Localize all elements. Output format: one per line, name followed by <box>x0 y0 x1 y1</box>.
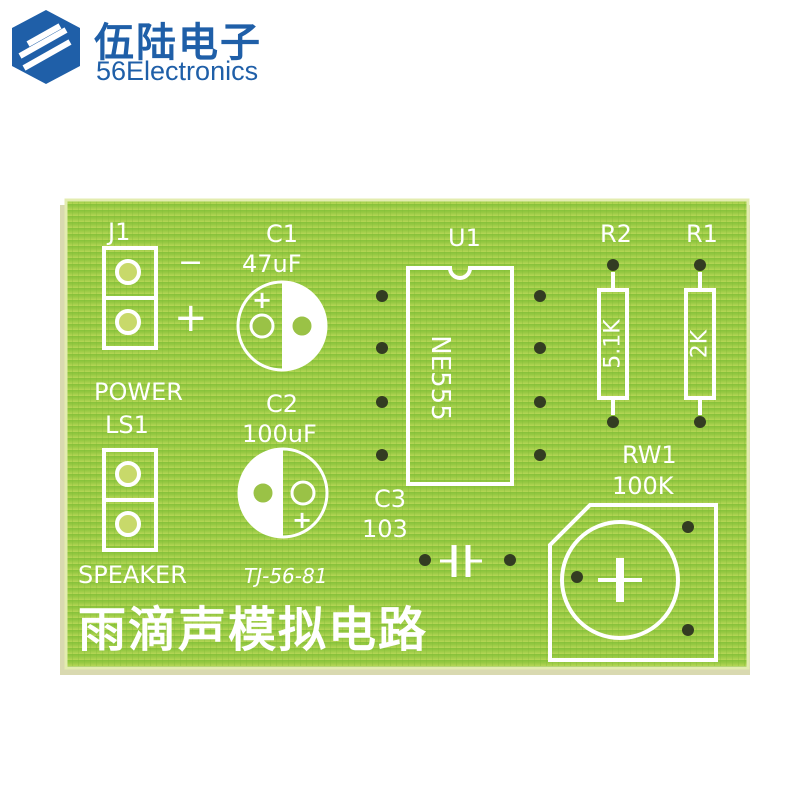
board-code: TJ-56-81 <box>244 564 328 588</box>
r2-footprint <box>597 259 629 428</box>
c3-ref: C3 <box>374 485 407 513</box>
j1-plus: + <box>174 295 208 341</box>
board-title: 雨滴声模拟电路 <box>78 602 429 658</box>
u1-ref: U1 <box>448 224 481 252</box>
j1-connector <box>102 246 158 350</box>
r2-ref: R2 <box>600 220 632 248</box>
r1-value: 2K <box>687 329 713 359</box>
rw1-footprint <box>548 503 718 662</box>
c3-value: 103 <box>362 515 408 543</box>
rw1-value: 100K <box>612 472 674 500</box>
brand-logo: 伍陆电子 56Electronics <box>10 8 280 90</box>
ls1-connector <box>102 448 158 552</box>
c1-footprint <box>236 280 328 372</box>
ls1-caption: SPEAKER <box>78 561 187 589</box>
c2-polarity: + <box>292 506 313 534</box>
u1-footprint <box>376 266 546 486</box>
r1-footprint <box>684 259 716 428</box>
c2-ref: C2 <box>266 390 299 418</box>
c2-footprint <box>237 447 329 539</box>
r1-ref: R1 <box>686 220 718 248</box>
r2-value: 5.1K <box>600 319 626 369</box>
c3-footprint <box>419 545 516 577</box>
c1-value: 47uF <box>242 250 302 278</box>
j1-ref: J1 <box>108 218 131 246</box>
c1-polarity: + <box>252 286 273 314</box>
rw1-ref: RW1 <box>622 441 677 469</box>
logo-name-cn: 伍陆电子 <box>94 20 262 66</box>
logo-name-en: 56Electronics <box>96 56 259 86</box>
j1-minus: − <box>178 245 204 280</box>
c2-value: 100uF <box>242 420 317 448</box>
j1-caption: POWER <box>94 378 183 406</box>
logo-mark-icon <box>12 10 80 84</box>
ls1-ref: LS1 <box>105 411 149 439</box>
c1-ref: C1 <box>266 220 299 248</box>
u1-part: NE555 <box>425 335 455 421</box>
